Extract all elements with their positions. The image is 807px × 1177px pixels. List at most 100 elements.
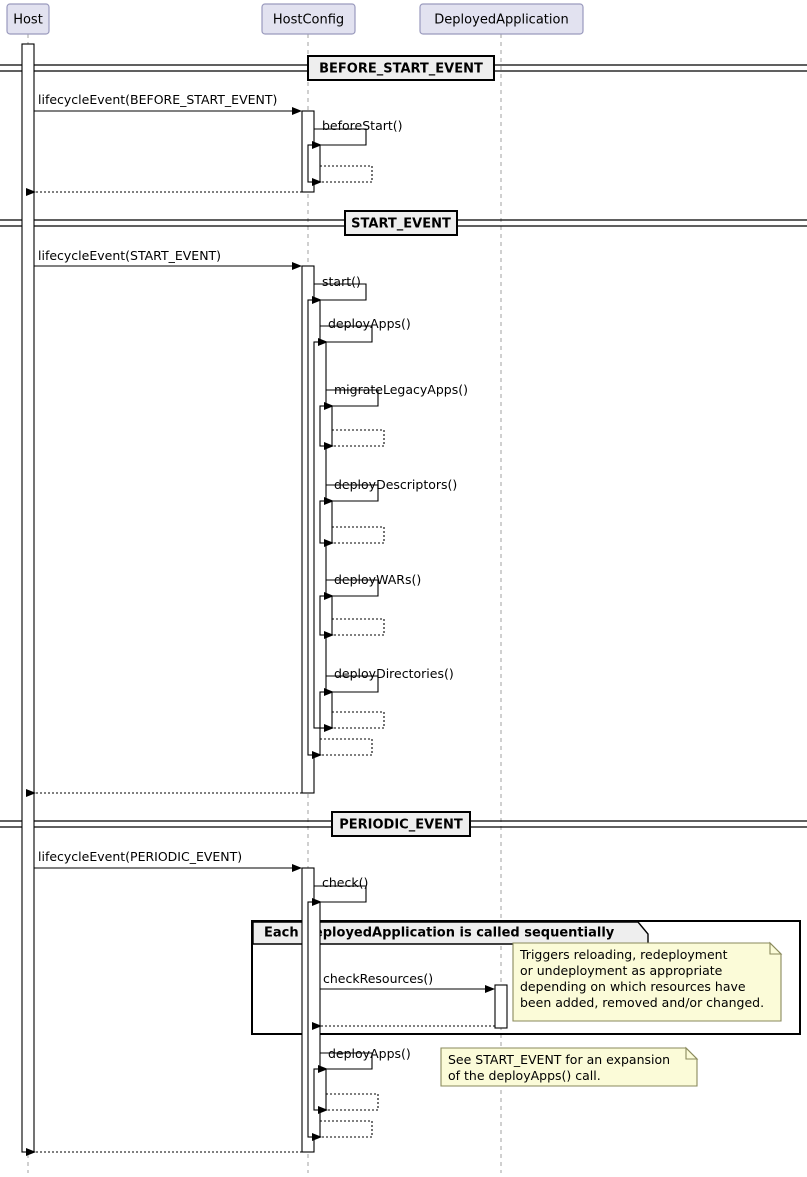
self-message-arrow [324, 579, 379, 600]
activation-bar [313, 1068, 327, 1111]
message-label: migrateLegacyApps() [334, 382, 468, 397]
activations-group [21, 43, 508, 1153]
self-message-arrow [324, 429, 385, 450]
message-m7: deployApps() [318, 316, 411, 346]
self-message-arrow [318, 1093, 379, 1114]
note-body [512, 942, 782, 1022]
message-m13 [324, 618, 385, 639]
message-m22: deployApps() [318, 1046, 411, 1073]
message-m3 [312, 165, 373, 186]
message-m19: check() [312, 875, 368, 906]
self-message-arrow [324, 618, 385, 639]
dividers-group: BEFORE_START_EVENT START_EVENT PERIODIC_EV… [0, 55, 807, 837]
participant-label: Host [13, 13, 43, 28]
message-label: start() [322, 274, 361, 289]
participant-box[interactable] [6, 3, 50, 35]
divider-start: START_EVENT [0, 210, 807, 236]
note-fold-corner [769, 941, 783, 955]
note-body [440, 1047, 698, 1087]
group-frame [251, 920, 801, 1035]
message-label: check() [322, 875, 368, 890]
activation-bar [319, 595, 333, 636]
note-line: been added, removed and/or changed. [520, 995, 764, 1010]
group-tab-label: Each DeployedApplication is called seque… [264, 926, 615, 941]
self-message-arrow [312, 283, 367, 304]
messages-group: lifecycleEvent(BEFORE_START_EVENT)before… [26, 92, 495, 1156]
self-message-arrow [324, 484, 379, 505]
participant-deployedapp[interactable]: DeployedApplication [419, 3, 584, 35]
divider-label-text: BEFORE_START_EVENT [319, 62, 483, 77]
divider-before-start: BEFORE_START_EVENT [0, 55, 807, 81]
message-m16 [312, 738, 373, 759]
divider-label-text: START_EVENT [351, 217, 451, 232]
note-line: depending on which resources have [520, 979, 746, 994]
message-label: lifecycleEvent(BEFORE_START_EVENT) [38, 92, 277, 107]
group-loop-each-deployedapp: Each DeployedApplication is called seque… [251, 920, 801, 1035]
activation-bar [319, 500, 333, 544]
note-fold-corner [685, 1046, 699, 1060]
note-line: or undeployment as appropriate [520, 963, 723, 978]
self-message-arrow [312, 738, 373, 759]
participant-host[interactable]: Host [6, 3, 50, 35]
group-tab-shape [252, 921, 649, 945]
message-label: lifecycleEvent(START_EVENT) [38, 248, 221, 263]
groups-group: Each DeployedApplication is called seque… [251, 920, 801, 1035]
self-message-arrow [312, 885, 367, 906]
self-message-arrow [318, 325, 373, 346]
self-message-arrow [312, 128, 367, 149]
note-line: Triggers reloading, redeployment [519, 947, 728, 962]
divider-periodic: PERIODIC_EVENT [0, 811, 807, 837]
divider-label-text: PERIODIC_EVENT [339, 818, 463, 833]
message-label: beforeStart() [322, 118, 403, 133]
note-line: of the deployApps() call. [448, 1068, 601, 1083]
self-message-arrow [318, 1052, 373, 1073]
divider-label-box [344, 210, 458, 236]
message-label: deployWARs() [334, 572, 421, 587]
message-m9 [324, 429, 385, 450]
activation-bar [307, 144, 321, 183]
message-m1: lifecycleEvent(BEFORE_START_EVENT) [34, 92, 302, 115]
message-label: deployDescriptors() [334, 477, 457, 492]
self-message-arrow [312, 165, 373, 186]
self-message-arrow [324, 711, 385, 732]
activation-bar [494, 984, 508, 1029]
message-label: checkResources() [323, 971, 433, 986]
self-message-arrow [324, 675, 379, 696]
participant-box[interactable] [419, 3, 584, 35]
divider-label-box [307, 55, 495, 81]
activation-bar [319, 691, 333, 729]
message-m15 [324, 711, 385, 732]
message-m18: lifecycleEvent(PERIODIC_EVENT) [34, 849, 302, 872]
participant-label: DeployedApplication [434, 13, 568, 28]
message-label: lifecycleEvent(PERIODIC_EVENT) [38, 849, 242, 864]
message-m10: deployDescriptors() [324, 477, 457, 505]
participant-box[interactable] [261, 3, 356, 35]
message-label: deployApps() [328, 1046, 411, 1061]
message-m14: deployDirectories() [324, 666, 454, 696]
message-m5: lifecycleEvent(START_EVENT) [34, 248, 302, 270]
participants-group: Host HostConfig DeployedApplication [6, 3, 584, 35]
message-label: deployDirectories() [334, 666, 454, 681]
lifelines-group [27, 34, 502, 1173]
message-label: deployApps() [328, 316, 411, 331]
participant-label: HostConfig [273, 13, 344, 28]
message-m20: checkResources() [320, 971, 495, 993]
message-m23 [318, 1093, 379, 1114]
divider-label-box [331, 811, 471, 837]
message-m6: start() [312, 274, 367, 304]
note-line: See START_EVENT for an expansion [448, 1052, 670, 1067]
activation-bar [319, 405, 333, 447]
self-message-arrow [312, 1120, 373, 1141]
self-message-arrow [324, 389, 379, 410]
message-m11 [324, 526, 385, 547]
activation-bar [21, 43, 35, 1153]
message-m12: deployWARs() [324, 572, 421, 600]
message-m24 [312, 1120, 373, 1141]
self-message-arrow [324, 526, 385, 547]
participant-hostconfig[interactable]: HostConfig [261, 3, 356, 35]
